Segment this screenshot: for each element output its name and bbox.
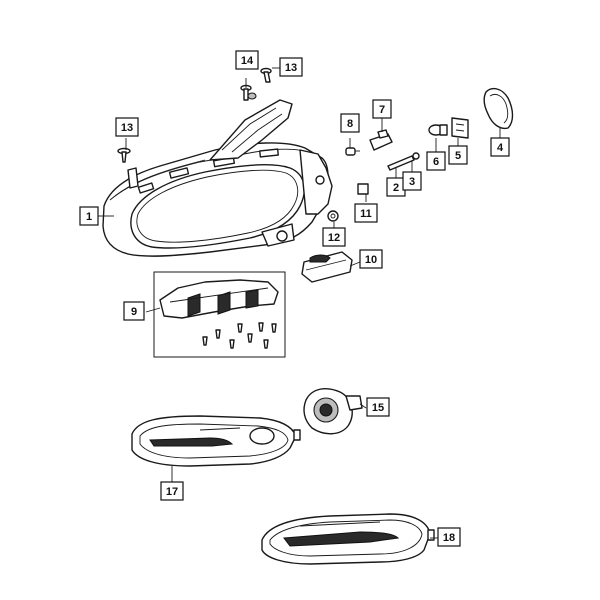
callout-8: 8 [340, 113, 360, 133]
leader-lines [98, 67, 501, 539]
callout-10: 10 [359, 249, 383, 269]
screw-13-top [260, 67, 272, 83]
callout-label: 11 [360, 208, 372, 220]
cover-4 [483, 87, 514, 130]
callout-7: 7 [372, 99, 392, 119]
callout-13-left: 13 [115, 117, 139, 137]
callout-label: 17 [166, 486, 178, 498]
callout-12: 12 [322, 227, 346, 247]
callout-label: 18 [443, 532, 455, 544]
callout-label: 8 [347, 118, 353, 130]
repair-kit-9 [153, 271, 286, 358]
fog-bezel-17 [131, 415, 301, 467]
clip-11 [357, 183, 369, 195]
callout-1: 1 [79, 206, 99, 226]
callout-label: 4 [497, 142, 504, 154]
control-module-10 [301, 251, 353, 283]
callout-2: 2 [386, 177, 406, 197]
callout-label: 12 [328, 232, 340, 244]
callout-3: 3 [402, 171, 422, 191]
callout-5: 5 [448, 145, 468, 165]
callout-label: 13 [121, 122, 133, 134]
callout-14: 14 [235, 50, 259, 70]
fog-lamp-15 [303, 388, 363, 435]
callout-label: 9 [131, 306, 137, 318]
headlamp-assembly [102, 99, 333, 257]
callout-label: 3 [409, 176, 415, 188]
callout-label: 13 [285, 62, 297, 74]
callout-13-top: 13 [279, 57, 303, 77]
bulb-6 [428, 124, 448, 136]
fog-bezel-18 [261, 513, 435, 565]
callout-label: 15 [372, 402, 384, 414]
callout-label: 6 [433, 156, 439, 168]
callout-4: 4 [490, 137, 510, 157]
socket-5 [451, 117, 469, 139]
callout-6: 6 [426, 151, 446, 171]
screw-14 [240, 84, 257, 101]
bulb-8 [345, 147, 360, 156]
socket-7 [369, 129, 393, 151]
callout-label: 5 [455, 150, 461, 162]
callout-9: 9 [123, 301, 145, 321]
callout-label: 14 [241, 55, 254, 67]
kit-screws [202, 322, 277, 349]
callout-label: 2 [393, 182, 399, 194]
callout-17: 17 [160, 481, 184, 501]
callout-label: 1 [86, 211, 92, 223]
bulb-2-3 [387, 152, 420, 171]
callout-label: 7 [379, 104, 385, 116]
callout-label: 10 [365, 254, 377, 266]
nut-12 [327, 210, 339, 222]
callout-15: 15 [366, 397, 390, 417]
callout-11: 11 [354, 203, 378, 223]
callout-18: 18 [437, 527, 461, 547]
screw-13-left [117, 147, 131, 163]
